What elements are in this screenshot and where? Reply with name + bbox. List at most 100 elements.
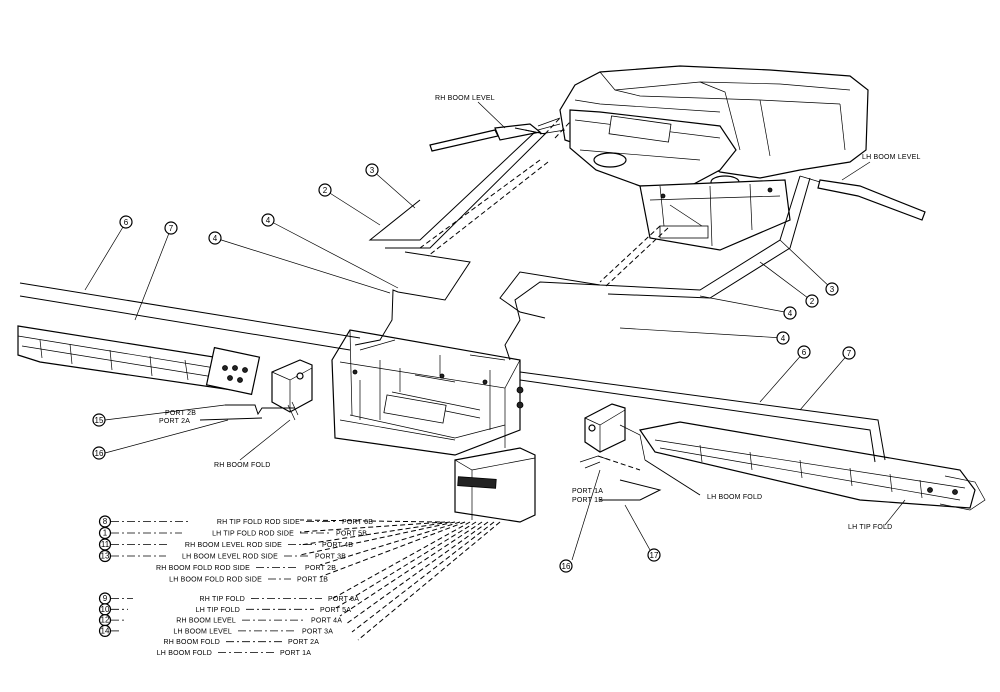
hose-name: LH BOOM LEVEL: [173, 628, 232, 635]
callout-6-right: [797, 345, 811, 359]
hose-row: 12 RH BOOM LEVEL PORT 4A: [98, 613, 342, 627]
lh-fold-port-leaders: [571, 455, 701, 561]
callout-16-left: [92, 446, 106, 460]
port-1a-label: PORT 1A: [572, 488, 603, 495]
callout-17-label: 17: [650, 551, 659, 560]
hose-routes: [19, 117, 886, 463]
hose-row: 11 RH BOOM LEVEL ROD SIDE PORT 4B: [98, 538, 353, 551]
hose-port: PORT 6B: [342, 519, 373, 526]
callout-17: [647, 548, 661, 562]
hose-port: PORT 1A: [280, 650, 311, 657]
hose-callout: [98, 624, 112, 638]
rh-fold-port-leaders: [104, 404, 295, 454]
lh-tip-fold-label: LH TIP FOLD: [848, 524, 892, 531]
callout-6-right-label: 6: [802, 348, 807, 357]
callout-bubbles: 2 3 4 4 6 7 3 2 4 4 6 7 15 16 16 17: [92, 163, 856, 573]
hose-name: LH BOOM LEVEL ROD SIDE: [182, 554, 278, 561]
port-1b-label: PORT 1B: [572, 497, 603, 504]
hose-row: LH BOOM FOLD ROD SIDE PORT 1B: [169, 577, 328, 584]
hose-callout-number: 12: [101, 616, 110, 625]
hose-port: PORT 3A: [302, 628, 333, 635]
callout-4-right-lower: [776, 331, 790, 345]
callout-3-right: [825, 282, 839, 296]
hose-callout-number: 1: [103, 529, 108, 538]
hose-port: PORT 2A: [288, 639, 319, 646]
hose-name: LH BOOM FOLD ROD SIDE: [169, 577, 262, 584]
hose-name: LH BOOM FOLD: [157, 650, 212, 657]
callout-3-right-label: 3: [830, 285, 835, 294]
lh-boom-level-cylinder: [799, 175, 926, 221]
hose-name: RH BOOM FOLD: [164, 639, 220, 646]
hose-callout-number: 13: [101, 552, 110, 561]
hose-bundle: [299, 519, 501, 641]
callout-7-right-label: 7: [847, 349, 852, 358]
callout-15: [92, 413, 106, 427]
callout-16-right: [559, 559, 573, 573]
callout-2-right-label: 2: [810, 297, 815, 306]
hose-port: PORT 5A: [320, 607, 351, 614]
hose-row: 8 RH TIP FOLD ROD SIDE PORT 6B: [98, 515, 373, 528]
callout-15-label: 15: [95, 416, 104, 425]
hose-row: 10 LH TIP FOLD PORT 5A: [98, 603, 351, 616]
callout-2-upper-label: 2: [323, 186, 328, 195]
hose-callout-number: 10: [101, 605, 110, 614]
hose-port: PORT 4A: [311, 618, 342, 625]
callout-3-upper: [365, 163, 379, 177]
callout-3-upper-label: 3: [370, 166, 375, 175]
callout-4-right-upper-label: 4: [788, 309, 793, 318]
rh-boom-fold-cylinder: [271, 359, 313, 421]
port-2b-label: PORT 2B: [165, 410, 196, 417]
hose-name: RH BOOM LEVEL ROD SIDE: [185, 542, 282, 549]
lh-boom-level-label: LH BOOM LEVEL: [862, 154, 921, 161]
callout-16-left-label: 16: [95, 449, 104, 458]
hose-row: 13 LH BOOM LEVEL ROD SIDE PORT 3B: [98, 549, 346, 563]
hose-row: 9 RH TIP FOLD PORT 6A: [98, 592, 359, 605]
callout-6-left: [119, 215, 133, 229]
callout-2-upper: [318, 183, 332, 197]
hose-row: 14 LH BOOM LEVEL PORT 3A: [98, 624, 333, 638]
callout-4-upper: [261, 213, 275, 227]
callout-7-left: [164, 221, 178, 235]
hose-row: RH BOOM FOLD ROD SIDE PORT 2B: [156, 565, 336, 572]
lh-boom-arm: [638, 421, 986, 511]
hose-callout-number: 11: [101, 540, 110, 549]
hose-port: PORT 4B: [322, 542, 353, 549]
hose-port: PORT 2B: [305, 565, 336, 572]
callout-7-right: [842, 346, 856, 360]
hose-name: RH TIP FOLD ROD SIDE: [217, 519, 300, 526]
callout-4-left: [208, 231, 222, 245]
rh-boom-fold-label: RH BOOM FOLD: [214, 462, 270, 469]
lh-boom-fold-label: LH BOOM FOLD: [707, 494, 762, 501]
callout-7-left-label: 7: [169, 224, 174, 233]
callout-4-right-upper: [783, 306, 797, 320]
hose-callout-number: 8: [103, 517, 108, 526]
hose-port: PORT 3B: [315, 554, 346, 561]
callout-4-left-label: 4: [213, 234, 218, 243]
hose-name: RH TIP FOLD: [199, 596, 245, 603]
component-labels: RH BOOM LEVEL LH BOOM LEVEL RH BOOM FOLD…: [159, 95, 921, 531]
tank-assembly: [559, 65, 869, 251]
callout-leaders: [84, 169, 906, 526]
port-2a-label: PORT 2A: [159, 418, 190, 425]
hose-port: PORT 6A: [328, 596, 359, 603]
hose-callout-number: 14: [101, 626, 110, 635]
hose-row: LH BOOM FOLD PORT 1A: [157, 650, 311, 657]
hose-callout-number: 9: [103, 594, 108, 603]
center-valve-frame: [331, 329, 524, 456]
hose-port: PORT 1B: [297, 577, 328, 584]
rh-boom-level-label: RH BOOM LEVEL: [435, 95, 495, 102]
hose-name: LH TIP FOLD: [196, 607, 240, 614]
callout-4-right-lower-label: 4: [781, 334, 786, 343]
rh-boom-arm: [17, 325, 261, 396]
hose-identification-list: 8 RH TIP FOLD ROD SIDE PORT 6B 1 LH TIP FOLD…: [98, 515, 373, 657]
hose-port-manifold: [454, 447, 536, 523]
hose-name: LH TIP FOLD ROD SIDE: [212, 531, 294, 538]
callout-4-upper-label: 4: [266, 216, 271, 225]
hose-name: RH BOOM FOLD ROD SIDE: [156, 565, 250, 572]
hose-name: RH BOOM LEVEL: [176, 618, 236, 625]
callout-2-right: [805, 294, 819, 308]
callout-16-right-label: 16: [562, 562, 571, 571]
